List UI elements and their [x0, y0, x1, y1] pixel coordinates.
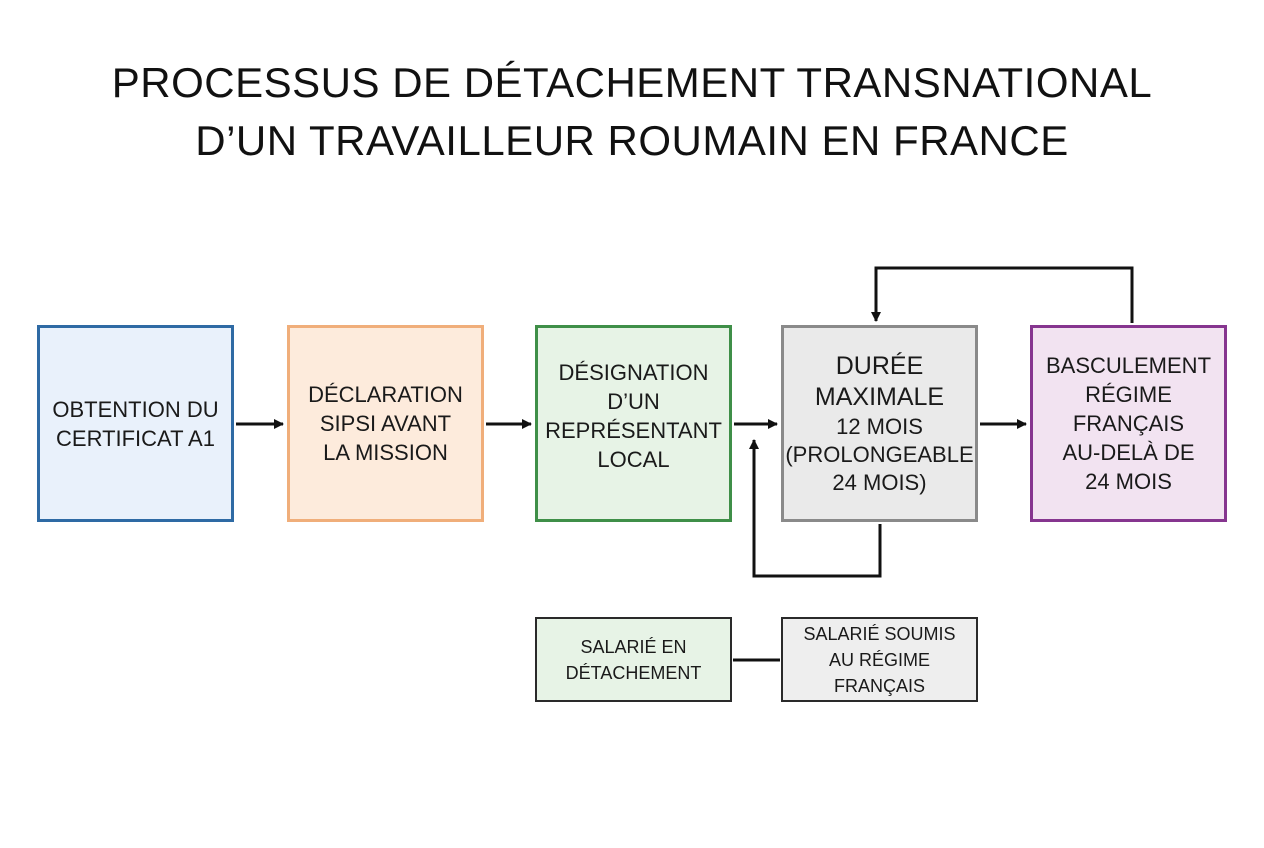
step-certificat-a1: OBTENTION DU CERTIFICAT A1	[37, 325, 234, 522]
step-declaration-sipsi-label: DÉCLARATION SIPSI AVANT LA MISSION	[308, 382, 463, 465]
title-line-1: PROCESSUS DE DÉTACHEMENT TRANSNATIONAL	[111, 59, 1153, 106]
legend-salarie-regime-francais-label: SALARIÉ SOUMIS AU RÉGIME FRANÇAIS	[803, 623, 956, 696]
arrow-basculement-back-to-duree	[871, 266, 1134, 323]
step-representant-local: DÉSIGNATION D’UN REPRÉSENTANT LOCAL	[535, 325, 732, 522]
step-basculement-regime-label: BASCULEMENT RÉGIME FRANÇAIS AU-DELÀ DE 2…	[1045, 353, 1212, 494]
diagram-title: PROCESSUS DE DÉTACHEMENT TRANSNATIONAL D…	[0, 54, 1264, 170]
step-duree-detail: 12 MOIS (PROLONGEABLE 24 MOIS)	[785, 413, 974, 495]
step-duree-line-2: MAXIMALE	[814, 382, 945, 411]
step-declaration-sipsi: DÉCLARATION SIPSI AVANT LA MISSION	[287, 325, 484, 522]
step-certificat-a1-label: OBTENTION DU CERTIFICAT A1	[52, 396, 219, 451]
step-basculement-regime: BASCULEMENT RÉGIME FRANÇAIS AU-DELÀ DE 2…	[1030, 325, 1227, 522]
legend-salarie-detachement-label: SALARIÉ EN DÉTACHEMENT	[565, 636, 702, 683]
legend-salarie-detachement: SALARIÉ EN DÉTACHEMENT	[535, 617, 732, 702]
legend-salarie-regime-francais: SALARIÉ SOUMIS AU RÉGIME FRANÇAIS	[781, 617, 978, 702]
step-representant-local-label: DÉSIGNATION D’UN REPRÉSENTANT LOCAL	[545, 360, 722, 472]
title-line-2: D’UN TRAVAILLEUR ROUMAIN EN FRANCE	[195, 117, 1069, 164]
step-duree-maximale: DURÉE MAXIMALE 12 MOIS (PROLONGEABLE 24 …	[781, 325, 978, 522]
arrow-duree-loop	[749, 439, 882, 578]
step-duree-line-1: DURÉE	[835, 351, 924, 380]
